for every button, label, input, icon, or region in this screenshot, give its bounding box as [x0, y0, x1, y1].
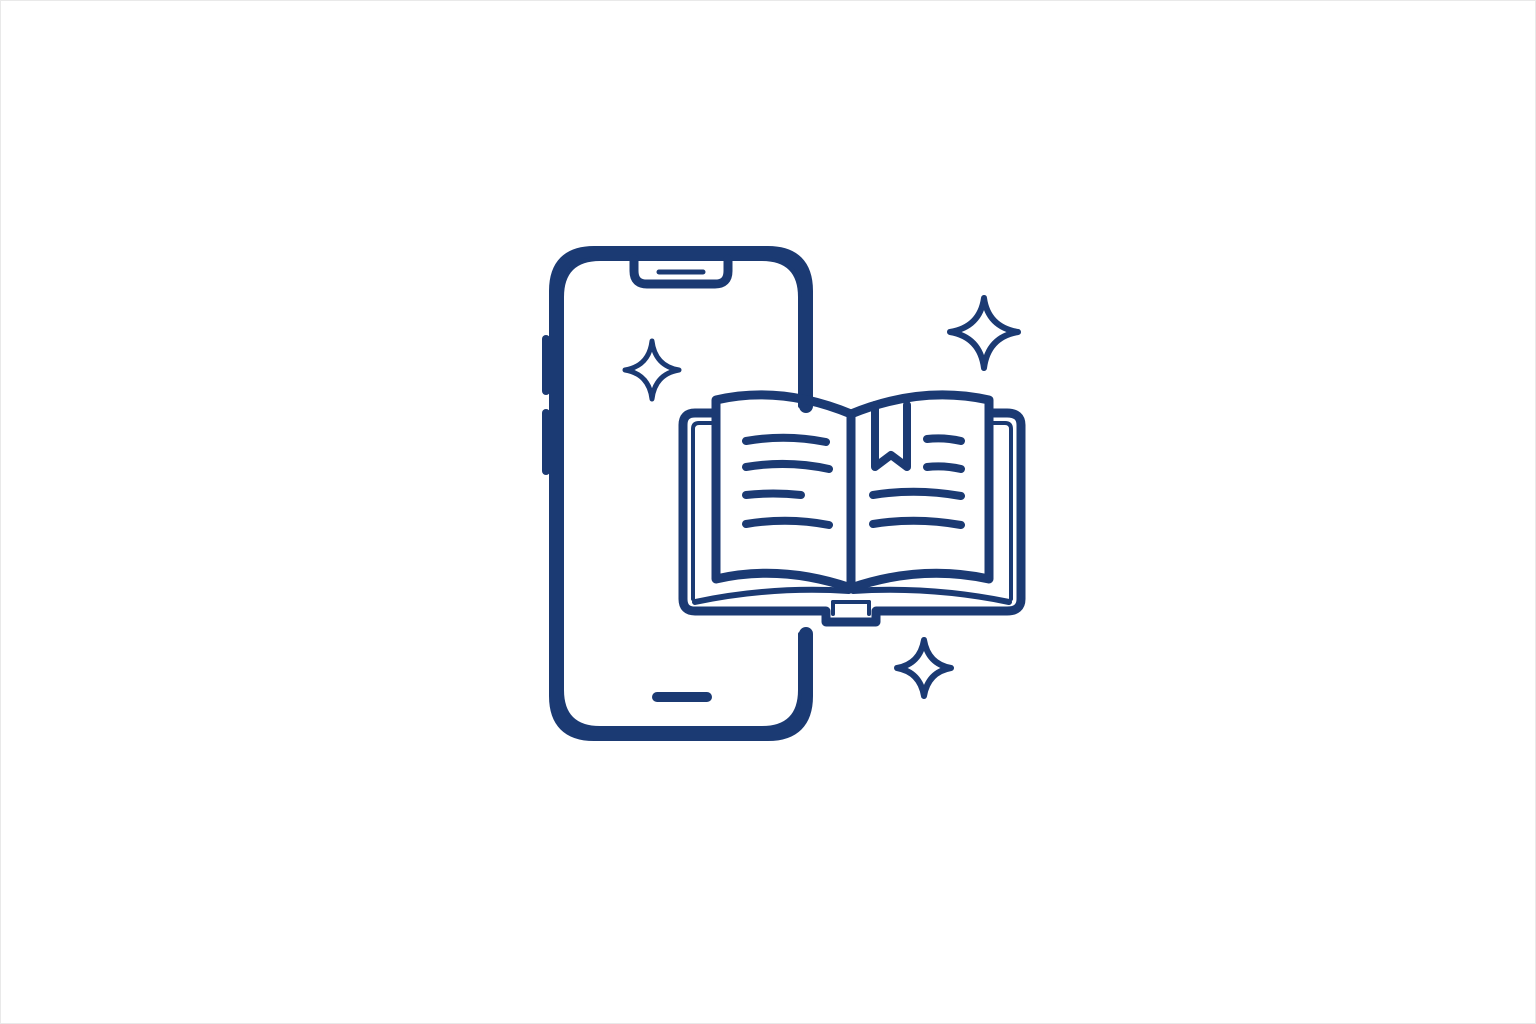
sparkle-icon [622, 338, 682, 402]
sparkle-icon [947, 295, 1021, 371]
sparkle-icon [894, 637, 954, 699]
bookmark-icon [871, 401, 911, 471]
phone-icon [542, 246, 813, 741]
open-book-icon [678, 390, 1026, 627]
